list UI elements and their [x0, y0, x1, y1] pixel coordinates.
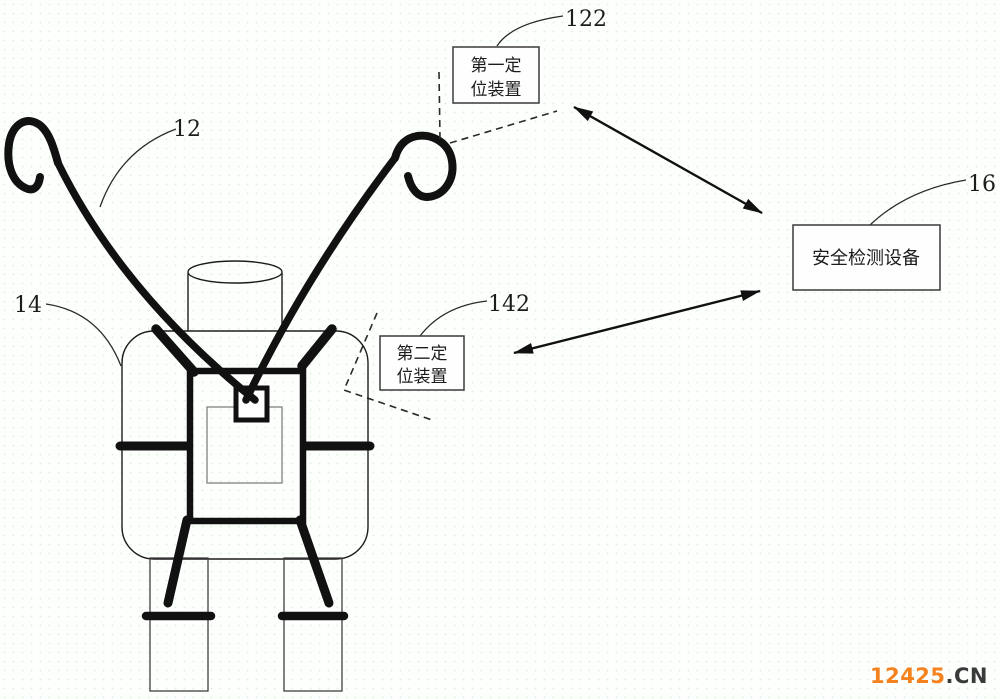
link-arrow-second-positioner-detector [513, 289, 761, 355]
first-positioner-label-line2: 位装置 [471, 80, 522, 100]
dashed-line-harness-region [342, 312, 433, 421]
right-leg-strap-diagonal [295, 515, 334, 608]
site-watermark: 12425.CN [870, 664, 988, 688]
safety-detector-box-rect [792, 224, 941, 291]
right-shoulder-strap [297, 324, 337, 371]
watermark-tld: .CN [945, 664, 988, 688]
neck-top-ellipse [187, 260, 283, 284]
leader-14 [45, 303, 122, 367]
dashed-line-hook-to-link [449, 110, 558, 144]
leader-12 [99, 128, 177, 208]
safety-harness-straps [115, 324, 375, 621]
ref-label-12: 12 [173, 117, 201, 142]
left-leg-outline [149, 557, 209, 692]
link-arrow-first-positioner-detector [573, 105, 763, 215]
watermark-number: 12425 [869, 664, 946, 688]
safety-detector-label: 安全检测设备 [812, 248, 920, 269]
safety-detector-box: 安全检测设备 [792, 224, 941, 291]
leader-122 [496, 15, 564, 47]
first-positioner-box: 第一定 位装置 [452, 46, 540, 104]
leader-16 [868, 179, 967, 227]
right-leg-outline [283, 557, 343, 692]
ref-label-122: 122 [565, 7, 607, 32]
second-positioner-box-rect [379, 335, 465, 391]
leader-142 [419, 300, 488, 337]
left-lanyard-rope [54, 159, 259, 404]
second-positioner-label-line2: 位装置 [397, 367, 448, 387]
dashed-line-hook-vertical [438, 71, 441, 140]
right-lanyard-rope [242, 154, 399, 404]
ref-label-16: 16 [968, 172, 996, 197]
first-positioner-box-rect [452, 46, 540, 104]
reference-leader-lines [45, 15, 967, 367]
left-shoulder-strap [151, 324, 199, 377]
left-hook-icon [4, 117, 62, 194]
second-positioner-label-line1: 第二定 [397, 344, 448, 364]
dashed-pointer-lines [342, 71, 558, 421]
first-positioner-label-line1: 第一定 [471, 56, 522, 76]
right-hook-icon [391, 131, 457, 202]
ref-label-142: 142 [488, 292, 530, 317]
ref-label-14: 14 [14, 293, 42, 318]
left-leg-strap-diagonal [163, 515, 192, 608]
double-lanyard [4, 117, 457, 404]
second-positioner-box: 第二定 位装置 [379, 335, 465, 391]
